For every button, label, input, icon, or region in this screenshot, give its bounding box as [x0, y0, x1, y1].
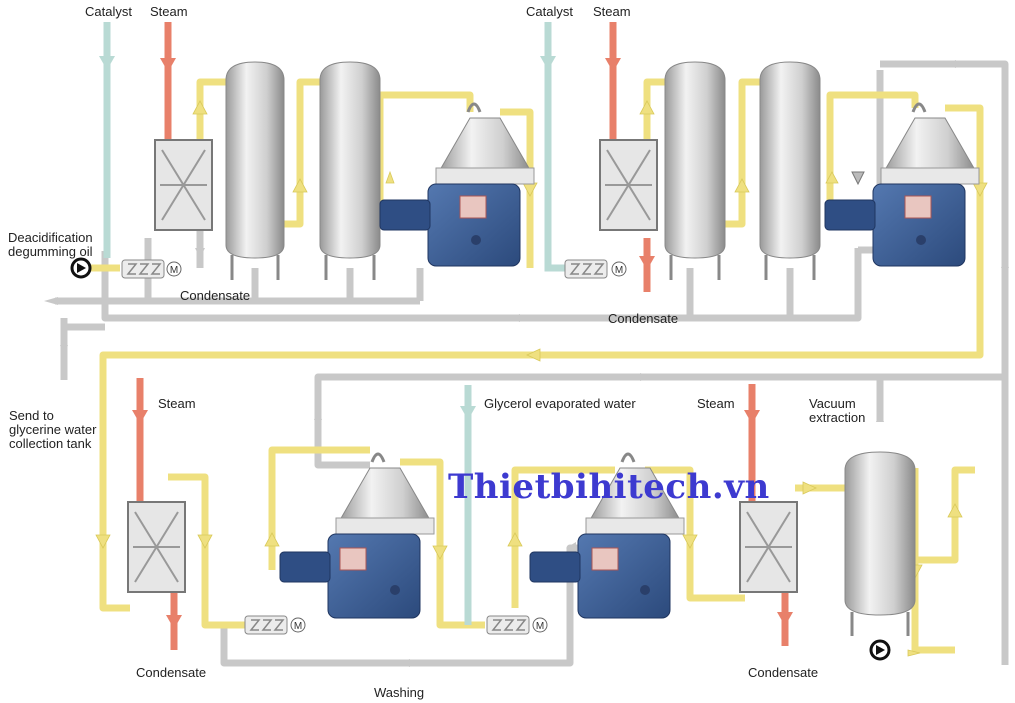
condensate-label-4: Condensate: [748, 665, 819, 680]
heat-exchanger-2: [599, 139, 658, 231]
centrifuge-2: [824, 102, 980, 267]
reactor-vessel-4: [759, 61, 821, 280]
heat-exchanger-4: [739, 501, 798, 593]
catalyst-label-1: Catalyst: [85, 4, 132, 19]
vacuum-label: Vacuum extraction: [809, 396, 866, 425]
dosing-pump-4: [486, 615, 548, 635]
valve-icon: [851, 171, 865, 186]
watermark: Thietbihitech.vn: [448, 467, 770, 507]
oil-lines: [82, 78, 984, 654]
steam-label-1: Steam: [150, 4, 188, 19]
reactor-vessel-3: [664, 61, 726, 280]
catalyst-label-2: Catalyst: [526, 4, 573, 19]
catalyst-arrows: [99, 56, 556, 420]
steam-label-4: Steam: [697, 396, 735, 411]
send-to-label: Send to glycerine water collection tank: [9, 408, 97, 451]
grey-arrows: [44, 60, 1009, 667]
reactor-vessel-1: [225, 61, 285, 280]
centrifuge-4: [529, 452, 685, 619]
dosing-pump-3: [244, 615, 306, 635]
reactor-vessel-2: [319, 61, 381, 280]
centrifuge-1: [379, 102, 535, 267]
motor-m-3: M: [294, 621, 302, 632]
dosing-pump-1: [121, 259, 182, 279]
steam-label-2: Steam: [593, 4, 631, 19]
condensate-label-2: Condensate: [608, 311, 679, 326]
condensate-label-3: Condensate: [136, 665, 207, 680]
motor-m-1: M: [170, 265, 178, 276]
centrifuge-3: [279, 452, 435, 619]
heat-exchanger-1: [154, 139, 213, 231]
steam-label-3: Steam: [158, 396, 196, 411]
heat-exchanger-3: [127, 501, 186, 593]
dosing-pump-2: [564, 259, 627, 279]
steam-arrows: [132, 58, 793, 629]
motor-m-2: M: [615, 265, 623, 276]
vacuum-dryer-vessel: [844, 451, 916, 636]
motor-m-4: M: [536, 621, 544, 632]
product-pump-icon: [869, 639, 891, 661]
glycerol-label: Glycerol evaporated water: [484, 396, 636, 411]
feed-label: Deacidification degumming oil: [8, 230, 93, 259]
oil-arrows: [95, 100, 988, 657]
condensate-label-1: Condensate: [180, 288, 251, 303]
feed-pump-icon: [70, 257, 92, 279]
washing-label: Washing: [374, 685, 425, 700]
